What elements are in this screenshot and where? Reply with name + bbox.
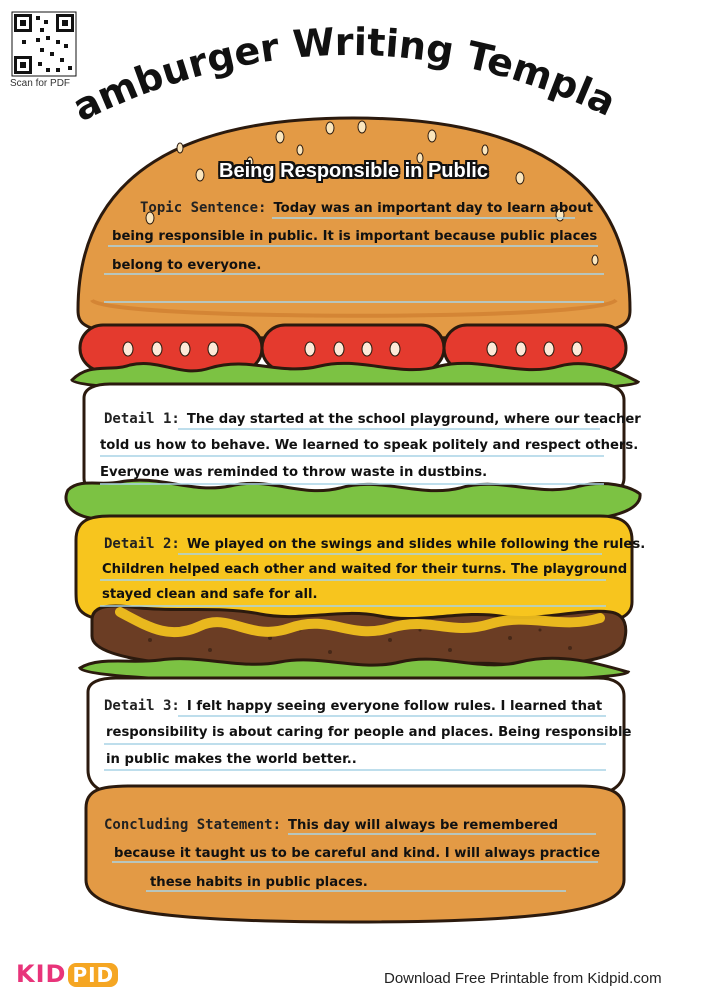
topic-text-1: Today was an important day to learn abou… — [273, 201, 594, 216]
detail2-line-3: stayed clean and safe for all. — [102, 587, 318, 602]
logo-accent: PID — [68, 963, 119, 987]
detail3-text-1: I felt happy seeing everyone follow rule… — [186, 699, 603, 714]
detail2-line-1: Detail 2: We played on the swings and sli… — [104, 535, 645, 554]
detail3-line-2: responsibility is about caring for peopl… — [106, 725, 632, 740]
topic-line-3: belong to everyone. — [112, 258, 262, 273]
download-link[interactable]: Download Free Printable from Kidpid.com — [384, 970, 662, 987]
detail1-line-2: told us how to behave. We learned to spe… — [100, 438, 639, 453]
detail3-line-1: Detail 3: I felt happy seeing everyone fo… — [104, 697, 602, 716]
detail2-text-1: We played on the swings and slides while… — [186, 537, 646, 552]
detail1-text-1: The day started at the school playground… — [186, 412, 641, 427]
conclusion-label: Concluding Statement: — [104, 817, 282, 833]
logo-main: KID — [16, 960, 67, 988]
conclusion-text-1: This day will always be remembered — [288, 818, 559, 833]
detail1-label: Detail 1: — [104, 411, 180, 427]
writing-lines — [100, 217, 606, 892]
detail1-line-3: Everyone was reminded to throw waste in … — [100, 465, 488, 480]
qr-label: Scan for PDF — [10, 78, 71, 89]
sheet-subtitle: Being Responsible in Public — [219, 160, 488, 182]
page-title: Hamburger Writing Template — [0, 0, 623, 130]
detail1-line-1: Detail 1: The day started at the school p… — [104, 410, 641, 429]
detail2-label: Detail 2: — [104, 536, 180, 552]
conclusion-line-2: because it taught us to be careful and k… — [114, 846, 601, 861]
conclusion-line-1: Concluding Statement: This day will alway… — [104, 816, 558, 835]
detail2-line-2: Children helped each other and waited fo… — [102, 562, 628, 577]
sesame-seeds — [145, 120, 599, 266]
topic-line-2: being responsible in public. It is impor… — [112, 229, 598, 244]
qr-code-icon — [11, 11, 77, 77]
bottom-bun — [84, 784, 626, 924]
topic-label: Topic Sentence: — [140, 200, 267, 216]
detail3-line-3: in public makes the world better.. — [106, 752, 357, 767]
detail3-label: Detail 3: — [104, 698, 180, 714]
topic-line-1: Topic Sentence: Today was an important da… — [140, 199, 593, 218]
tomato-slices — [78, 323, 628, 373]
conclusion-line-3: these habits in public places. — [150, 875, 368, 890]
